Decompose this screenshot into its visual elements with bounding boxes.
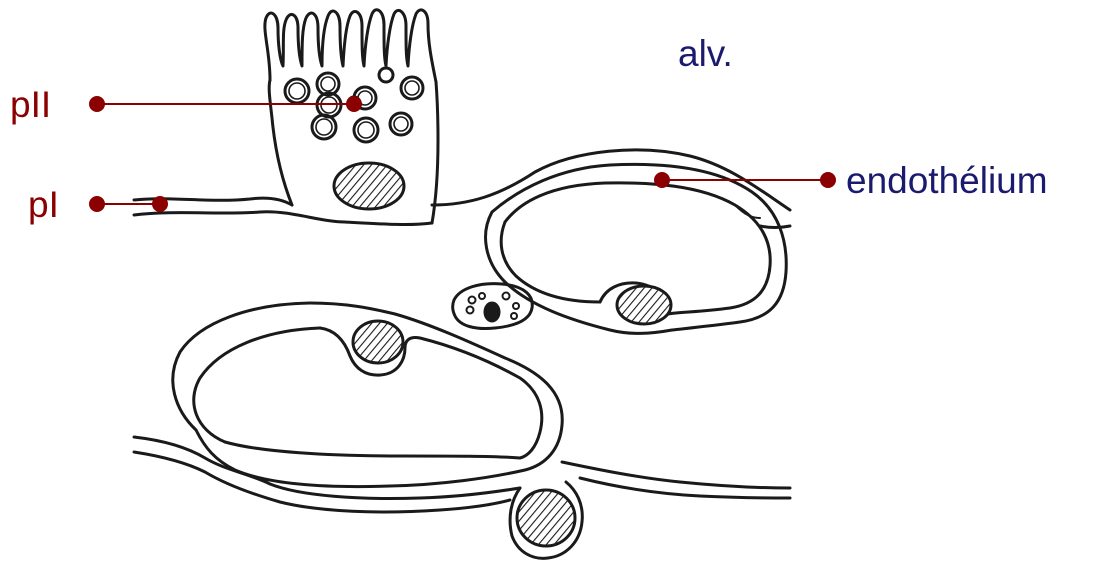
capillary-right-nucleus	[617, 286, 671, 324]
capillary-left-nucleus	[353, 321, 403, 363]
label-pneumocyte-1: pI	[28, 184, 59, 225]
leader-dot-pI-end	[153, 197, 167, 211]
bottom-cell-nucleus	[517, 490, 575, 546]
interstitial-cell	[453, 284, 533, 329]
label-endothelium: endothélium	[846, 160, 1048, 201]
leader-dot-endothelium-end	[821, 173, 835, 187]
leader-dot-pI-start	[90, 197, 104, 211]
pneumocyte-2-nucleus	[334, 163, 404, 209]
label-alveolus: alv.	[678, 33, 733, 74]
alveolar-wall-lower-right	[562, 462, 790, 488]
label-pneumocyte-2: pII	[10, 84, 51, 125]
leader-dot-endothelium-start	[655, 173, 669, 187]
leader-dot-pII-start	[90, 97, 104, 111]
alveolar-wall-upper-inner	[134, 212, 432, 225]
leader-dot-pII-end	[347, 97, 361, 111]
